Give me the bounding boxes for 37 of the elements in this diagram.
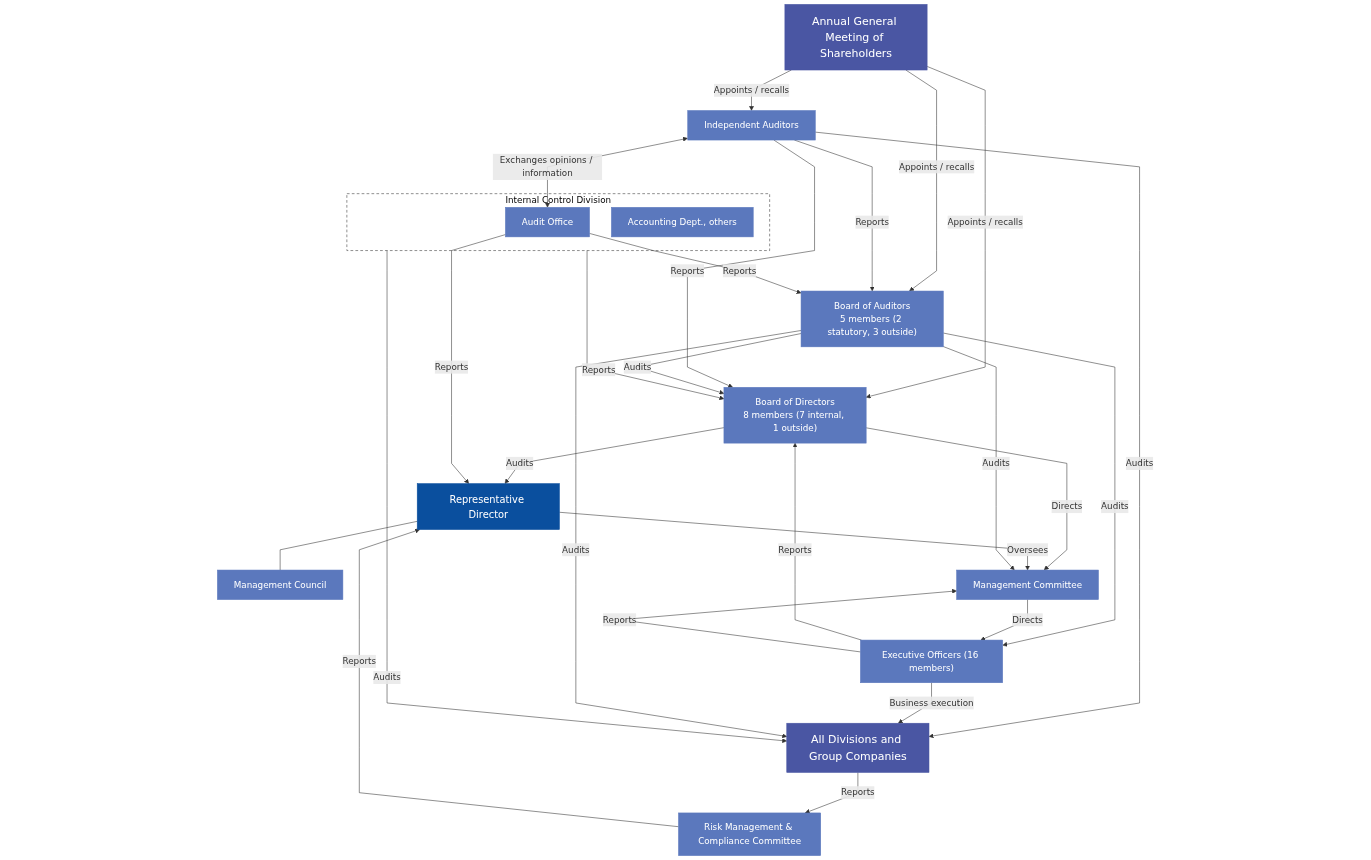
edge-label: Appoints / recalls (713, 84, 790, 96)
edge-label: Oversees (1007, 544, 1049, 555)
edge-label: Audits (562, 544, 590, 555)
edge-label: Reports (342, 655, 377, 667)
edge-label: Reports (670, 265, 705, 276)
connector (280, 521, 418, 571)
edge-label: Business execution (889, 697, 974, 708)
node-box: Board of Auditors 5 members (2 statutory, 3 outside) (800, 290, 944, 348)
edge-label: Audits (1125, 457, 1154, 469)
edge-label: Reports (841, 787, 875, 798)
edge-label: Reports (778, 544, 812, 555)
edge-label: Audits (982, 457, 1011, 469)
node-box: Management Council (217, 569, 344, 600)
edge-label: Audits (373, 672, 401, 683)
node-box: Accounting Dept., others (611, 207, 754, 238)
edge-label: Exchanges opinions / information (499, 154, 593, 179)
edge-label: Reports (722, 265, 757, 276)
edge-label: Directs (1012, 614, 1044, 625)
edge-label: Directs (1051, 501, 1083, 512)
edge-label: Audits (623, 361, 652, 372)
edge-label: Appoints / recalls (899, 161, 975, 172)
edge-label: Audits (506, 457, 534, 469)
edge-label: Reports (434, 361, 469, 372)
node-box: Annual General Meeting of Shareholders (784, 4, 928, 71)
edge-label: Appoints / recalls (947, 216, 1023, 228)
edge-label: Audits (1101, 501, 1129, 512)
edge-label: Reports (855, 216, 890, 228)
node-box: Independent Auditors (687, 110, 816, 141)
node-box: Audit Office (505, 207, 590, 238)
node-box: Board of Directors 8 members (7 internal, 1 outside) (723, 387, 867, 444)
node-box: Representative Director (417, 483, 560, 530)
node-box: Risk Management & Compliance Committee (678, 812, 822, 856)
node-box: Management Committee (956, 569, 1099, 600)
node-box: Executive Officers (16 members) (860, 639, 1004, 683)
node-box: All Divisions and Group Companies (786, 722, 930, 773)
edge-label: Reports (582, 364, 616, 375)
edge-label: Reports (602, 614, 637, 625)
